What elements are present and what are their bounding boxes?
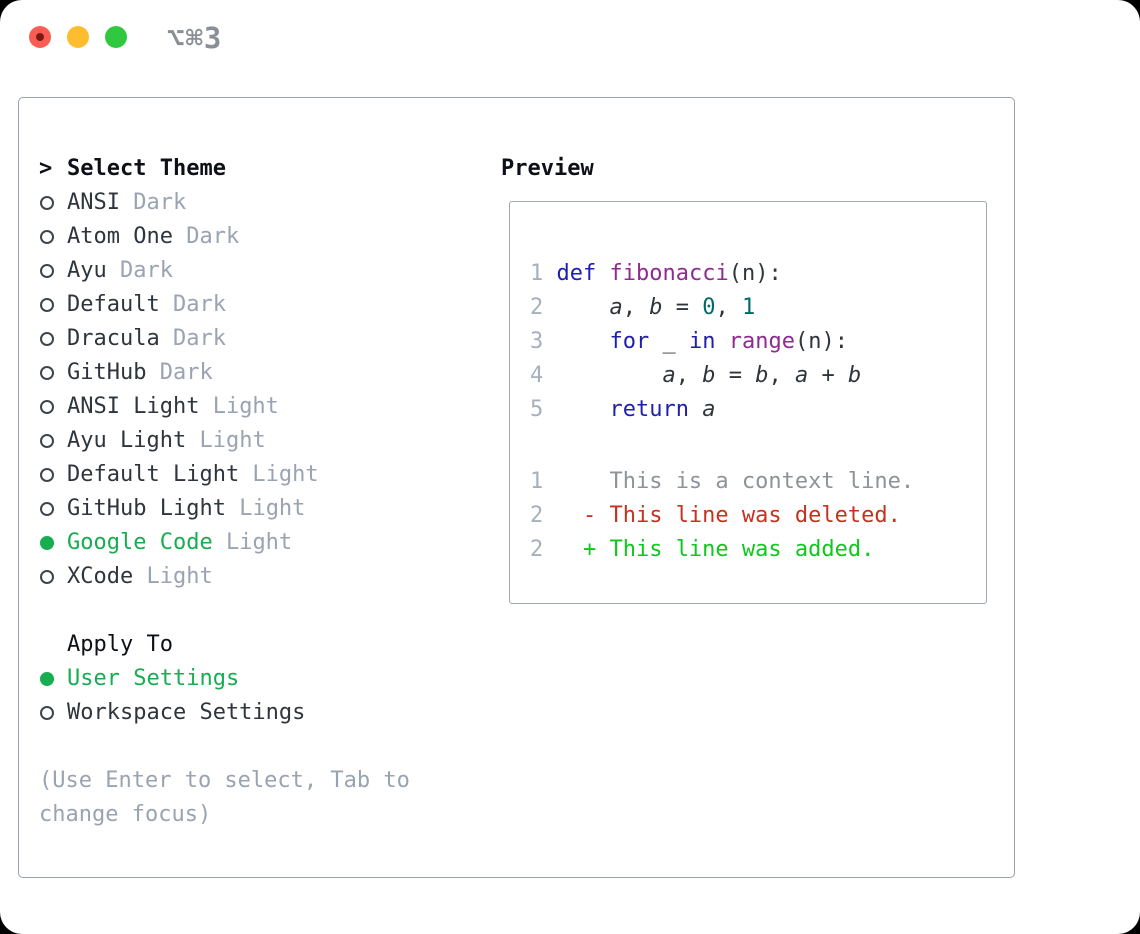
radio-icon [39,458,67,492]
theme-option-atom-one-variant: Dark [172,224,240,249]
theme-option-github-variant: Dark [146,360,213,385]
theme-option-ayu-light-variant: Light [186,428,266,453]
code-line-5: 5 return a [530,393,976,427]
theme-option-ansi-light-label: ANSI Light [67,394,200,419]
theme-option-ansi-label: ANSI [67,190,120,215]
radio-icon [39,322,67,356]
diff-line-content: This is a context line. [556,469,915,494]
theme-option-ayu-variant: Dark [106,258,173,283]
theme-option-ansi-light[interactable]: ANSI Light Light [39,390,319,424]
theme-option-ayu-light-label: Ayu Light [67,428,187,453]
diff-block: 1 This is a context line.2 - This line w… [530,465,976,567]
theme-option-dracula[interactable]: Dracula Dark [39,322,319,356]
radio-icon [39,696,67,730]
theme-option-xcode-variant: Light [133,564,213,589]
zoom-button[interactable] [105,26,127,48]
theme-option-ayu[interactable]: Ayu Dark [39,254,319,288]
theme-list-title: Select Theme [67,156,226,181]
apply-to-title: Apply To [67,632,173,657]
theme-option-xcode-label: XCode [67,564,134,589]
theme-option-ansi[interactable]: ANSI Dark [39,186,319,220]
apply-option-user-settings[interactable]: User Settings [39,662,305,696]
theme-option-github-light[interactable]: GitHub Light Light [39,492,319,526]
theme-option-ansi-variant: Dark [119,190,187,215]
theme-option-default[interactable]: Default Dark [39,288,319,322]
line-number: 4 [530,363,544,388]
radio-icon [39,424,67,458]
line-number: 3 [530,329,544,354]
radio-icon [39,560,67,594]
code-line-content: a, b = 0, 1 [609,295,756,320]
line-number: 1 [530,469,544,494]
radio-icon [39,492,67,526]
code-line-content: def fibonacci(n): [556,261,782,286]
window-shortcut-label: ⌥⌘3 [167,21,223,55]
theme-option-google-code-label: Google Code [67,530,213,555]
code-line-content: a, b = b, a + b [662,363,862,388]
close-dot-icon [36,33,44,41]
line-number: 1 [530,261,544,286]
theme-option-google-code-variant: Light [212,530,293,555]
focus-caret-icon: > [39,156,53,181]
theme-option-github[interactable]: GitHub Dark [39,356,319,390]
theme-option-default-light-label: Default Light [67,462,240,487]
radio-icon [39,288,67,322]
theme-option-dracula-label: Dracula [67,326,160,351]
radio-icon [39,356,67,390]
line-number: 2 [530,503,544,528]
code-line-1: 1 def fibonacci(n): [530,257,976,291]
code-line-4: 4 a, b = b, a + b [530,359,976,393]
code-line-2: 2 a, b = 0, 1 [530,291,976,325]
preview-title: Preview [501,156,594,181]
theme-option-ayu-light[interactable]: Ayu Light Light [39,424,319,458]
apply-option-workspace-settings[interactable]: Workspace Settings [39,696,305,730]
radio-icon [39,220,67,254]
theme-option-github-label: GitHub [67,360,147,385]
radio-icon [39,390,67,424]
theme-option-atom-one-label: Atom One [67,224,173,249]
line-number: 2 [530,295,544,320]
line-number: 5 [530,397,544,422]
diff-line-1: 1 This is a context line. [530,465,976,499]
code-line-3: 3 for _ in range(n): [530,325,976,359]
diff-line-content: - This line was deleted. [556,503,901,528]
radio-selected-icon [39,526,67,560]
diff-line-content: + This line was added. [556,537,875,562]
theme-option-default-light-variant: Light [239,462,319,487]
theme-list-header: > Select Theme [39,152,319,186]
theme-option-default-variant: Dark [159,292,226,317]
help-text: (Use Enter to select, Tab to change focu… [39,768,410,827]
theme-option-ayu-label: Ayu [67,258,107,283]
theme-option-github-light-variant: Light [225,496,306,521]
code-line-content: for _ in range(n): [609,329,848,354]
radio-icon [39,254,67,288]
theme-option-github-light-label: GitHub Light [67,496,226,521]
code-line-content: return a [609,397,716,422]
theme-option-google-code[interactable]: Google Code Light [39,526,319,560]
theme-option-xcode[interactable]: XCode Light [39,560,319,594]
apply-option-workspace-settings-label: Workspace Settings [67,700,306,725]
window-titlebar: ⌥⌘3 [0,0,1140,70]
diff-line-3: 2 + This line was added. [530,533,976,567]
line-number: 2 [530,537,544,562]
minimize-button[interactable] [67,26,89,48]
apply-option-user-settings-label: User Settings [67,666,240,691]
radio-icon [39,186,67,220]
diff-line-2: 2 - This line was deleted. [530,499,976,533]
theme-option-default-label: Default [67,292,160,317]
radio-selected-icon [39,662,67,696]
theme-option-ansi-light-variant: Light [199,394,279,419]
theme-option-default-light[interactable]: Default Light Light [39,458,319,492]
theme-option-atom-one[interactable]: Atom One Dark [39,220,319,254]
theme-option-dracula-variant: Dark [159,326,226,351]
close-button[interactable] [29,26,51,48]
